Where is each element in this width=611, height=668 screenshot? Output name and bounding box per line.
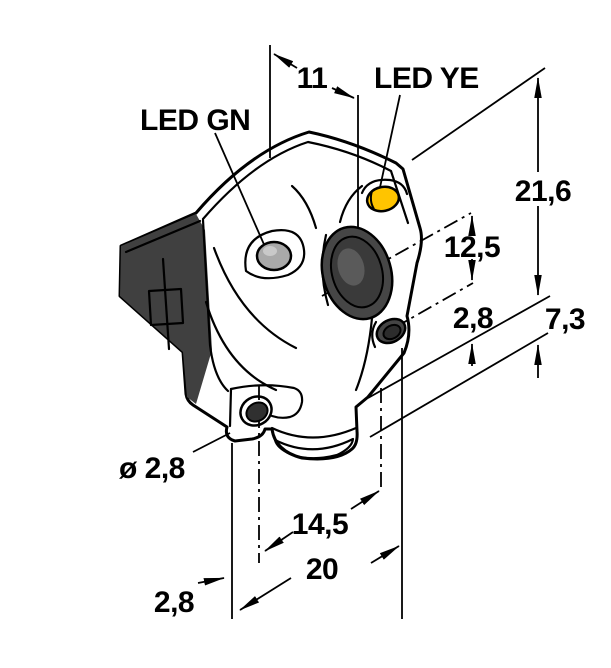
body-silhouette xyxy=(118,130,423,461)
dim-dia-2-8: ø 2,8 xyxy=(119,452,185,485)
side-hole-bulge xyxy=(371,320,378,349)
led-ye-pocket xyxy=(360,178,409,196)
ext-diagonal-connector xyxy=(369,332,549,438)
label-led-gn: LED GN xyxy=(140,104,250,137)
dim-12-5: 12,5 xyxy=(444,231,500,264)
label-led-ye: LED YE xyxy=(374,62,479,95)
dim-2-8-right: 2,8 xyxy=(453,302,493,335)
arrow-11-left xyxy=(273,53,298,69)
ear-hole-outer xyxy=(239,395,273,427)
front-recess-curve-2 xyxy=(204,300,278,392)
arrow-20-left xyxy=(239,577,292,611)
arrow-20-right xyxy=(370,545,400,564)
leader-led-ye xyxy=(378,94,401,193)
arrow-28-left xyxy=(197,577,225,586)
side-face-crease xyxy=(161,257,171,351)
dimension-texts: 11 LED GN LED YE 21,6 12,5 2,8 7,3 ø 2,8… xyxy=(119,62,586,619)
dimension-arrows xyxy=(192,53,542,611)
side-face-notch xyxy=(147,287,185,327)
led-gn-dome xyxy=(255,240,293,272)
led-ye-slit xyxy=(369,190,375,210)
ext-diagonal-top xyxy=(411,67,546,161)
arrow-145-left xyxy=(264,531,294,552)
leader-dia28 xyxy=(192,432,231,453)
led-gn-pocket xyxy=(244,229,306,280)
led-pocket-edge-left xyxy=(290,184,318,230)
arrow-145-right xyxy=(350,490,380,510)
led-ye-dome xyxy=(365,185,401,213)
connector-bottom-ring xyxy=(273,437,355,460)
dim-14-5: 14,5 xyxy=(292,508,348,541)
front-recess-curve-3 xyxy=(354,316,374,392)
ear-hole-inner xyxy=(245,401,269,423)
ext-diagonal-body-bottom xyxy=(367,295,551,399)
led-gn-highlight xyxy=(263,246,277,256)
lens-glow xyxy=(337,248,365,286)
dim-21-6: 21,6 xyxy=(515,175,571,208)
dim-11: 11 xyxy=(297,62,328,95)
body-top-inner-edge xyxy=(201,140,410,225)
led-pocket-edge-right xyxy=(338,184,364,224)
sensor-body xyxy=(118,130,423,461)
body-front-left-edge xyxy=(201,218,230,393)
ear-notch-edge xyxy=(228,387,233,428)
dim-2-8-left: 2,8 xyxy=(154,586,194,619)
connector-shoulder xyxy=(270,426,358,439)
dim-20: 20 xyxy=(306,553,338,586)
dim-7-3: 7,3 xyxy=(545,303,585,336)
arrow-11-right xyxy=(331,86,355,99)
body-rear-edge xyxy=(124,219,202,254)
leader-led-gn xyxy=(214,132,267,250)
side-mount-hole-inner xyxy=(382,323,402,341)
ear-outline xyxy=(229,384,304,419)
front-recess-curve-1 xyxy=(212,246,298,350)
